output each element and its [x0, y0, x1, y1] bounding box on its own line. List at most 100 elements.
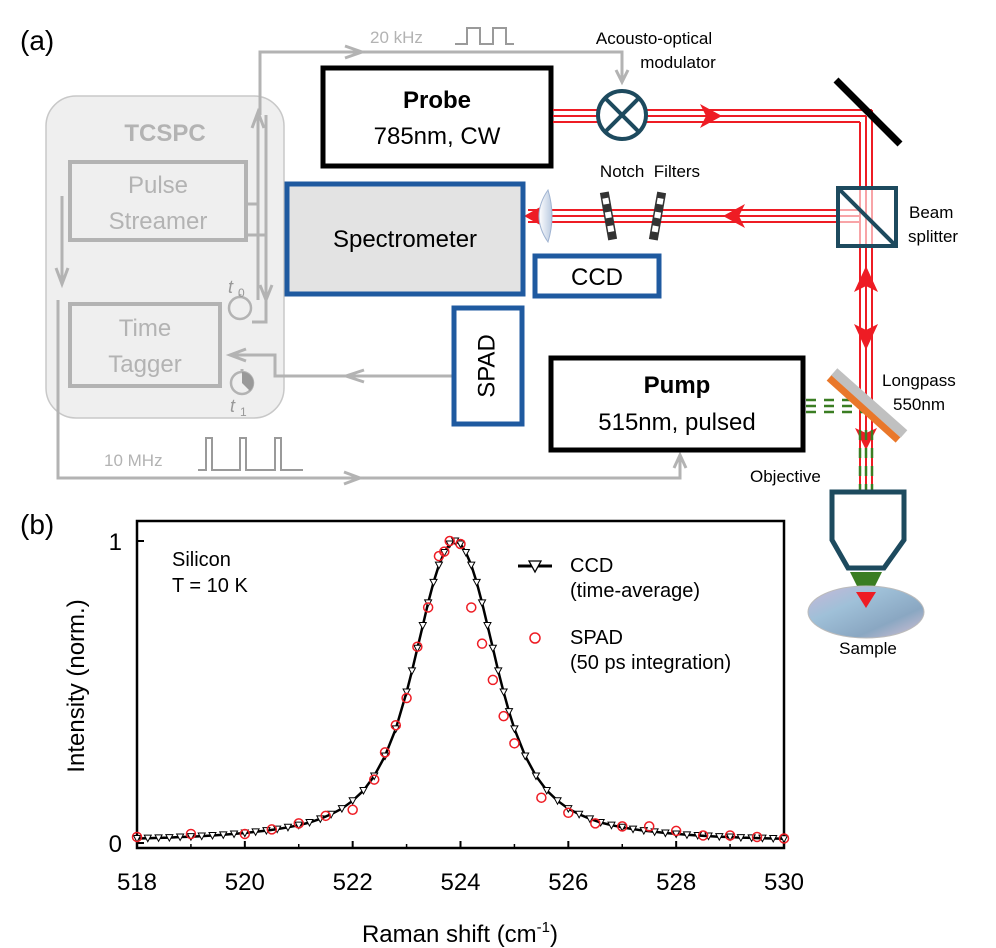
- ccd-point: [186, 833, 196, 842]
- spad-point: [368, 774, 380, 785]
- longpass-filter-icon: [826, 368, 908, 443]
- freq-10mhz-waveform: [198, 437, 303, 471]
- ccd-point: [294, 821, 304, 830]
- notch-filter-icon: [599, 191, 618, 241]
- t0-label: t: [228, 277, 234, 297]
- ccd-point: [175, 833, 185, 842]
- ccd-point: [628, 825, 638, 834]
- ccd-point: [488, 644, 498, 653]
- spectrometer-box: [284, 181, 526, 297]
- t0-subscript: 0: [238, 286, 245, 300]
- ccd-point: [483, 622, 492, 631]
- spad-point: [509, 738, 520, 749]
- spad-point: [293, 818, 304, 829]
- spad-point: [778, 833, 790, 844]
- ccd-point: [553, 797, 562, 806]
- spad-label: SPAD: [473, 334, 500, 398]
- x-tick-label: 518: [117, 869, 157, 896]
- beam-splitter-label-2: splitter: [908, 227, 958, 246]
- t1-label: t: [230, 396, 236, 416]
- legend-ccd-label-2: (time-average): [570, 580, 700, 602]
- longpass-label-1: Longpass: [882, 371, 956, 390]
- ccd-point: [429, 578, 438, 587]
- ccd-point: [418, 622, 428, 631]
- ccd-point: [472, 578, 482, 587]
- spad-point: [724, 830, 736, 841]
- lens-icon: [538, 188, 553, 244]
- time-tagger-label-1: Time: [119, 315, 171, 342]
- notch-filters-label: Notch Filters: [600, 162, 700, 181]
- ccd-point: [445, 540, 455, 549]
- x-tick-label: 520: [225, 869, 265, 896]
- ccd-point: [531, 772, 541, 781]
- ccd-point: [477, 599, 487, 608]
- spad-point: [239, 828, 251, 840]
- probe-spec: 785nm, CW: [374, 123, 501, 150]
- ccd-point: [661, 829, 670, 838]
- series-ccd: [132, 537, 789, 844]
- aom-label-1: Acousto-optical: [596, 29, 712, 48]
- x-tick-label: 528: [656, 869, 696, 896]
- pump-spec: 515nm, pulsed: [598, 409, 755, 436]
- x-tick-label: 524: [440, 869, 480, 896]
- ccd-point: [407, 667, 417, 676]
- spad-point: [751, 831, 763, 843]
- spad-point: [476, 638, 488, 649]
- y-axis: 01: [109, 529, 144, 858]
- ccd-point: [736, 834, 746, 843]
- freq-20khz-waveform: [455, 27, 514, 45]
- legend-spad-label: SPAD: [570, 627, 623, 649]
- pump-box: [548, 355, 806, 453]
- sample-annotation-1: Silicon: [172, 549, 231, 571]
- legend-spad-label-2: (50 ps integration): [570, 652, 731, 674]
- pump-title: Pump: [644, 372, 711, 399]
- ccd-point: [359, 786, 368, 796]
- spad-point: [347, 804, 358, 816]
- series-spad: [131, 535, 790, 844]
- panel-b-label: (b): [20, 509, 54, 540]
- ccd-point: [704, 832, 713, 841]
- pump-laser: Pump 515nm, pulsed: [548, 355, 806, 453]
- spad-point: [422, 602, 434, 613]
- spad-point: [498, 710, 509, 722]
- ccd-point: [369, 772, 379, 781]
- spad-point: [590, 818, 601, 829]
- spad-point: [643, 821, 655, 832]
- ccd-point: [747, 834, 756, 843]
- ccd-label: CCD: [571, 264, 623, 291]
- ccd-point: [165, 834, 174, 843]
- ccd-point: [413, 644, 422, 653]
- aom-label-2: modulator: [640, 53, 716, 72]
- spad-point: [487, 674, 499, 686]
- pump-beam-path: [806, 398, 874, 492]
- pulse-streamer-label-1: Pulse: [128, 172, 188, 199]
- pulse-streamer-label-2: Streamer: [109, 208, 208, 235]
- ccd-point: [542, 786, 552, 796]
- ccd-point: [154, 834, 163, 843]
- ccd-point: [466, 561, 476, 570]
- notch-filter-icon: [648, 191, 667, 241]
- ccd-box: [532, 253, 662, 299]
- tcspc-unit: TCSPC Pulse Streamer Time Tagger t 0 t 1: [45, 95, 285, 419]
- beam-splitter-label-1: Beam: [909, 203, 953, 222]
- spad-point: [412, 641, 423, 652]
- ccd-point: [650, 828, 659, 837]
- spad-point: [466, 602, 477, 613]
- ccd-point: [585, 815, 595, 824]
- ccd-point: [218, 831, 228, 840]
- probe-box: [320, 65, 554, 169]
- spectrometer-label: Spectrometer: [333, 226, 477, 253]
- time-tagger-label-2: Tagger: [108, 351, 181, 378]
- ccd-point: [768, 834, 778, 844]
- time-tagger-box: [68, 302, 222, 388]
- spad-point: [379, 747, 391, 758]
- t0-stopwatch-icon: [227, 294, 253, 321]
- ccd-point: [617, 823, 627, 832]
- ccd-point: [574, 810, 584, 819]
- spad-point: [455, 538, 466, 550]
- mirror-icon: [833, 77, 903, 147]
- x-tick-label: 522: [333, 869, 373, 896]
- probe-title: Probe: [403, 87, 471, 114]
